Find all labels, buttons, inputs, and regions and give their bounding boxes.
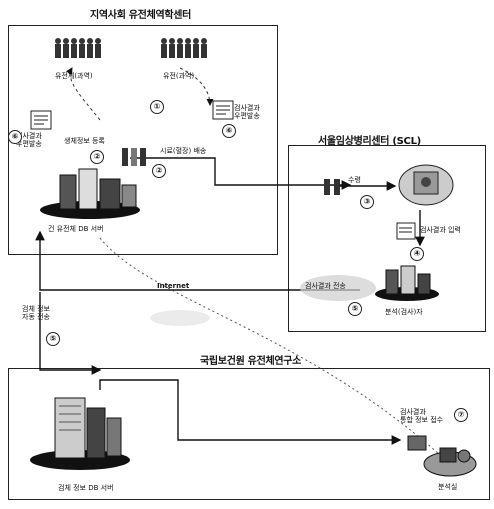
participant-left-label: 유전체(과역) — [55, 72, 93, 80]
step-6-top: ⑥ — [222, 124, 236, 138]
step-2: ② — [90, 150, 104, 164]
document-mid-icon — [212, 100, 234, 120]
scl-upload-label: 검사결과 전송 — [305, 282, 346, 290]
participant-right-label: 유전(과역) — [163, 72, 194, 80]
right-center-title: 서울임상병리센터 (SCL) — [318, 132, 421, 147]
process-label: 생체정보 등록 — [64, 137, 105, 145]
arrow-to-analyst — [100, 380, 400, 440]
people-group-right-icon — [158, 36, 214, 60]
step-5b: ⑤ — [46, 332, 60, 346]
step-5: ⑤ — [348, 302, 362, 316]
document-left-icon — [30, 110, 52, 130]
internet-label: Internet — [157, 282, 189, 290]
step-7: ⑦ — [454, 408, 468, 422]
auto-transfer-label: 검체 정보 자동 전송 — [22, 305, 50, 321]
step-6-left: ⑥ — [8, 130, 22, 144]
step-3: ③ — [360, 195, 374, 209]
step-1: ① — [150, 100, 164, 114]
scl-server-icon — [372, 262, 442, 302]
scl-analysis-label: 분석(검사)자 — [385, 308, 423, 316]
scl-sample-label: 수령 — [348, 176, 361, 184]
receive-label: 검사결과 통합 정보 접수 — [400, 408, 443, 424]
sample-db-server-label: 검체 정보 DB 서버 — [58, 484, 114, 492]
analyst-label: 분석실 — [438, 483, 457, 491]
arrow-auto-transfer — [40, 292, 100, 370]
scl-tubes-icon — [322, 178, 344, 196]
genome-db-server-label: 건 유전체 DB 서버 — [48, 225, 104, 233]
lab-machine-icon — [396, 160, 456, 210]
scl-result-label: 검사결과 입력 — [420, 226, 461, 234]
scl-document-icon — [396, 222, 416, 240]
step-4: ④ — [410, 247, 424, 261]
genome-db-server-icon — [35, 165, 145, 220]
bottom-center-title: 국립보건원 유전체연구소 — [200, 352, 301, 367]
analyst-desk-icon — [400, 428, 480, 480]
step-2b: ② — [152, 164, 166, 178]
doc-mid-label: 검사결과 우편발송 — [234, 104, 260, 120]
people-group-left-icon — [52, 36, 108, 60]
transfer-label: 시료(혈장) 배송 — [160, 147, 206, 155]
top-center-title: 지역사회 유전체역학센터 — [90, 6, 191, 21]
sample-db-server-icon — [25, 392, 135, 472]
